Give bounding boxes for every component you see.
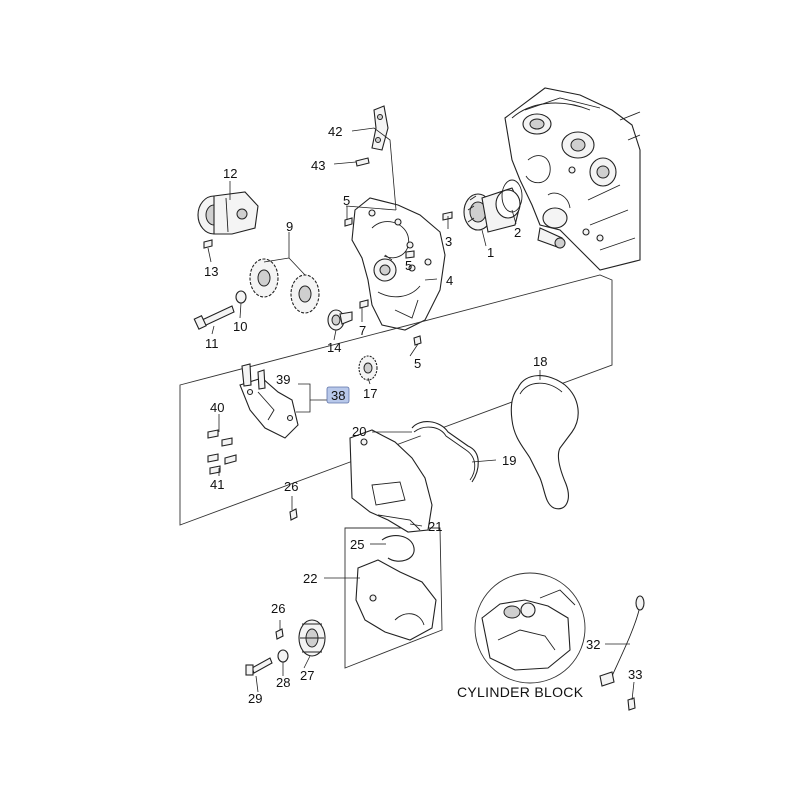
- callout-26a: 26: [284, 479, 298, 494]
- sensor-bracket-42: [371, 105, 389, 151]
- timing-cover-lower: [355, 559, 437, 641]
- callout-38: 38: [331, 388, 345, 403]
- belt-inner-edge: [519, 382, 563, 395]
- seal-strip-20: [411, 421, 479, 483]
- bolt-11: [193, 305, 235, 330]
- callout-1: 1: [487, 245, 494, 260]
- callout-39: 39: [276, 372, 290, 387]
- callout-5c: 5: [414, 356, 421, 371]
- callout-26b: 26: [271, 601, 285, 616]
- idler-pulley-14: [327, 309, 353, 331]
- engine-block: [504, 87, 641, 271]
- crank-sprocket-17: [358, 355, 378, 381]
- tensioner-pulley: [197, 191, 259, 235]
- callout-10: 10: [233, 319, 247, 334]
- upper-cover-frame: [179, 274, 613, 526]
- leader-lines: [207, 127, 635, 701]
- callout-13: 13: [204, 264, 218, 279]
- callout-5a: 5: [343, 193, 350, 208]
- callout-43: 43: [311, 158, 325, 173]
- callout-5b: 5: [405, 258, 412, 273]
- callout-11: 11: [205, 336, 219, 351]
- callout-20: 20: [352, 424, 366, 439]
- washer-28: [277, 649, 289, 663]
- callout-9: 9: [286, 219, 293, 234]
- callout-14: 14: [327, 340, 341, 355]
- water-pump: [463, 187, 521, 233]
- knock-sensor-32: [599, 595, 645, 687]
- bolt-29: [245, 657, 273, 676]
- callout-27: 27: [300, 668, 314, 683]
- oil-pump-housing: [351, 197, 446, 331]
- callout-42: 42: [328, 124, 342, 139]
- callout-labels: 1 2 3 4 5 5 5 7 9 10 11 12 13 14 17 18 1…: [204, 124, 642, 706]
- bolts-40-41: [207, 429, 237, 475]
- timing-cover-upper: [349, 429, 433, 533]
- callout-4: 4: [446, 273, 453, 288]
- callout-17: 17: [363, 386, 377, 401]
- highlight-38: [326, 386, 350, 404]
- seal-25: [381, 535, 415, 562]
- callout-41: 41: [210, 477, 224, 492]
- callout-2: 2: [514, 225, 521, 240]
- callout-28: 28: [276, 675, 290, 690]
- timing-belt-18: [510, 375, 579, 510]
- camshaft-sprockets: [249, 258, 320, 314]
- callout-29: 29: [248, 691, 262, 706]
- callout-3: 3: [445, 234, 452, 249]
- callout-33: 33: [628, 667, 642, 682]
- bracket-assembly-38: [239, 363, 299, 439]
- callout-40: 40: [210, 400, 224, 415]
- crank-pulley-27: [298, 619, 326, 657]
- callout-18: 18: [533, 354, 547, 369]
- callout-21: 21: [428, 519, 442, 534]
- seal-strip-19: [413, 426, 476, 481]
- callout-32: 32: [586, 637, 600, 652]
- callout-22: 22: [303, 571, 317, 586]
- water-pump-gasket: [501, 179, 523, 213]
- callout-25: 25: [350, 537, 364, 552]
- callout-7: 7: [359, 323, 366, 338]
- cylinder-block-detail: [474, 572, 586, 684]
- small-bolts: [203, 157, 453, 640]
- callout-19: 19: [502, 453, 516, 468]
- callout-12: 12: [223, 166, 237, 181]
- washer-10: [235, 290, 247, 304]
- bolt-33: [627, 697, 636, 711]
- cylinder-block-caption: CYLINDER BLOCK: [457, 684, 584, 700]
